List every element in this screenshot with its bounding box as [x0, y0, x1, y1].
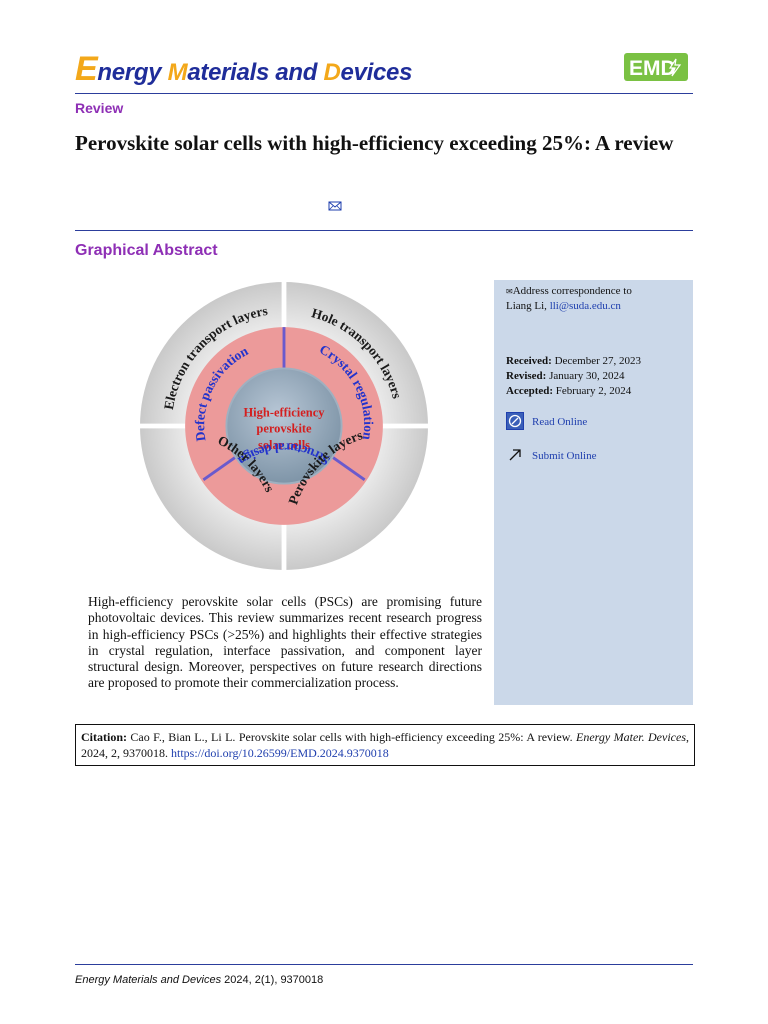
- article-title: Perovskite solar cells with high-efficie…: [75, 131, 674, 155]
- emd-badge-text: EMD: [629, 57, 676, 80]
- emd-badge-logo: EMD: [624, 53, 688, 81]
- revised-label: Revised:: [506, 370, 547, 382]
- read-online-icon[interactable]: [506, 412, 524, 430]
- received-date: December 27, 2023: [551, 355, 642, 367]
- submit-online-link[interactable]: Submit Online: [532, 450, 597, 462]
- envelope-icon[interactable]: [328, 200, 342, 212]
- header-rule: [75, 93, 693, 94]
- logo-word3: evices: [340, 59, 413, 86]
- accepted-label: Accepted:: [506, 385, 554, 397]
- revised-date: January 30, 2024: [546, 370, 625, 382]
- received-label: Received:: [506, 355, 552, 367]
- journal-logo: Energy Materials and Devices: [75, 50, 412, 89]
- graphical-abstract-heading: Graphical Abstract: [75, 242, 218, 259]
- citation-box: Citation: Cao F., Bian L., Li L. Perovsk…: [75, 724, 695, 766]
- graphical-abstract-figure: High-efficiency perovskite solar cells D…: [140, 282, 428, 570]
- envelope-icon: ✉: [506, 287, 513, 296]
- citation-doi-link[interactable]: https://doi.org/10.26599/EMD.2024.937001…: [171, 746, 389, 760]
- citation-text: Cao F., Bian L., Li L. Perovskite solar …: [127, 730, 577, 744]
- correspondence-name: Liang Li,: [506, 300, 550, 312]
- title-rule: [75, 230, 693, 231]
- received-line: Received: December 27, 2023: [506, 354, 641, 369]
- logo-initial-m: M: [167, 59, 188, 86]
- center-line-1: High-efficiency: [243, 405, 325, 419]
- read-online-link[interactable]: Read Online: [532, 416, 588, 428]
- footer: Energy Materials and Devices 2024, 2(1),…: [75, 974, 323, 986]
- correspondence-line: ✉Address correspondence to: [506, 284, 632, 299]
- center-line-2: perovskite: [256, 422, 312, 436]
- lightning-icon: [668, 58, 682, 77]
- article-info-panel: ✉Address correspondence to Liang Li, lli…: [494, 280, 693, 705]
- revised-line: Revised: January 30, 2024: [506, 369, 625, 384]
- submit-online-icon[interactable]: [508, 448, 522, 462]
- citation-journal: Energy Mater. Devices: [576, 730, 686, 744]
- logo-word2: aterials and: [187, 59, 324, 86]
- article-type: Review: [75, 100, 124, 116]
- footer-journal: Energy Materials and Devices: [75, 974, 222, 986]
- citation-details: , 2024, 2, 9370018.: [81, 730, 689, 760]
- logo-initial-d: D: [323, 59, 341, 86]
- accepted-line: Accepted: February 2, 2024: [506, 384, 631, 399]
- center-line-3: solar cells: [258, 438, 310, 452]
- correspondence-label: Address correspondence to: [512, 285, 632, 297]
- logo-initial-e: E: [75, 50, 98, 88]
- logo-word1: nergy: [97, 59, 168, 86]
- citation-label: Citation:: [81, 730, 127, 744]
- accepted-date: February 2, 2024: [553, 385, 632, 397]
- center-circle: [225, 367, 343, 485]
- graphical-abstract-summary: High-efficiency perovskite solar cells (…: [88, 594, 482, 691]
- footer-rule: [75, 964, 693, 965]
- correspondence-email-link[interactable]: lli@suda.edu.cn: [549, 300, 621, 312]
- correspondence-contact: Liang Li, lli@suda.edu.cn: [506, 299, 621, 314]
- footer-issue: 2024, 2(1), 9370018: [221, 974, 324, 986]
